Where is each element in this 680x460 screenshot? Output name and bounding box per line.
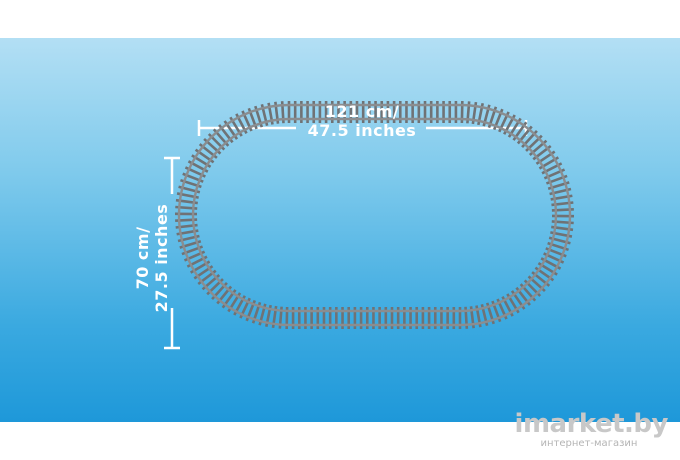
watermark-logo: imarket.by интернет-магазин [514,409,669,450]
height-label-cm: 70 cm/ [133,226,152,290]
watermark-brand: imarket.by [514,409,669,439]
height-dimension-line [164,156,180,350]
height-label: 70 cm/ 27.5 inches [133,188,171,328]
width-label-inches: 47.5 inches [307,121,417,140]
track-diagram [164,100,575,350]
width-label-cm: 121 cm/ [324,102,400,121]
product-image-panel: 121 cm/ 47.5 inches 70 cm/ 27.5 inches [0,38,680,422]
height-label-inches: 27.5 inches [152,203,171,313]
oval-train-track [174,100,575,330]
width-label: 121 cm/ 47.5 inches [302,102,422,140]
watermark-subtitle: интернет-магазин [540,438,638,449]
inner-rail [191,117,558,313]
outer-rail [177,103,572,327]
